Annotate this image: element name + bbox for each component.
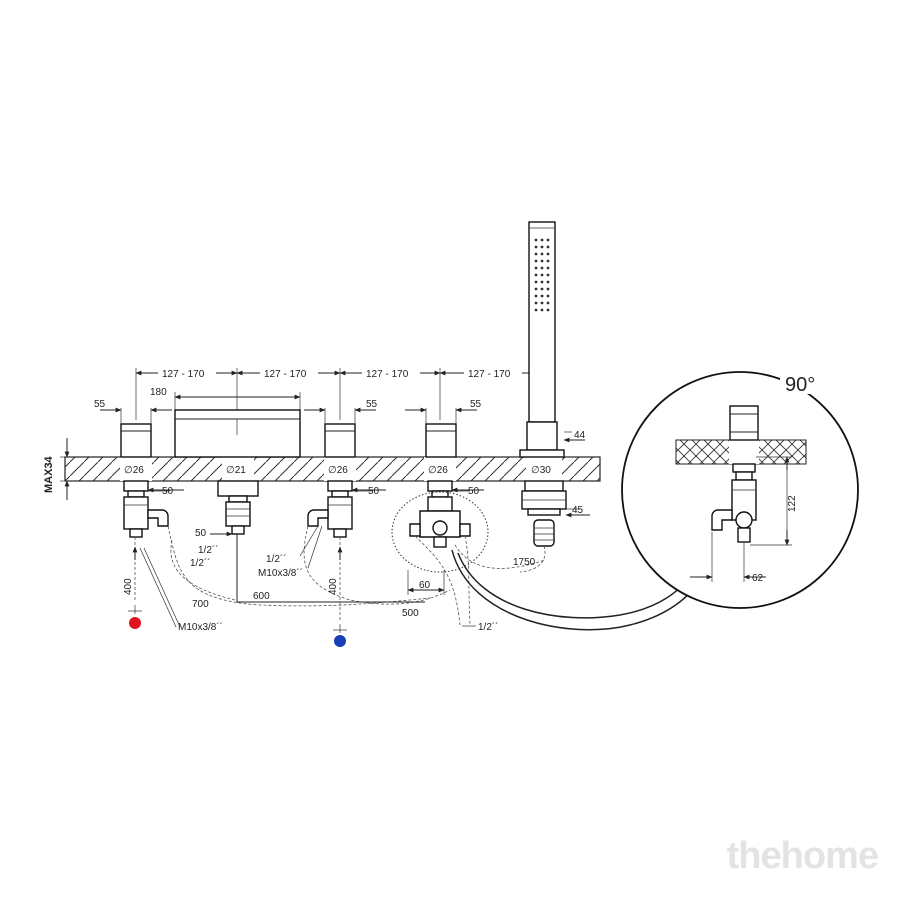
thread-label-2: 1/2´´ bbox=[190, 557, 211, 569]
hot-hose-length: 400 bbox=[123, 578, 134, 595]
hole-diameter-1: ∅26 bbox=[124, 465, 144, 476]
detail-angle-label: 90° bbox=[785, 374, 815, 396]
handle-width-label-1: 55 bbox=[94, 399, 106, 410]
hole-diameter-4: ∅26 bbox=[428, 465, 448, 476]
bath-spout bbox=[174, 409, 301, 458]
flex-hose-label-2: M10x3/8´´ bbox=[178, 621, 223, 633]
hose-length-700: 700 bbox=[192, 599, 209, 610]
hand-shower: 44 bbox=[519, 221, 586, 458]
handle-width-label-3: 55 bbox=[470, 399, 482, 410]
handshower-width-label: 44 bbox=[574, 430, 586, 441]
cold-inlet: 400 bbox=[328, 546, 347, 647]
deck-slab bbox=[64, 456, 601, 482]
offset-label-3: 50 bbox=[368, 486, 380, 497]
hoses bbox=[134, 525, 696, 631]
offset-label-1: 50 bbox=[162, 486, 174, 497]
hose-length-60: 60 bbox=[419, 580, 431, 591]
hot-inlet: 400 bbox=[123, 546, 142, 629]
detail-height-label: 122 bbox=[787, 495, 798, 512]
hose-length-500: 500 bbox=[402, 608, 419, 619]
cold-valve-body: 50 bbox=[307, 480, 386, 538]
hot-water-indicator bbox=[129, 617, 141, 629]
diverter-handle: 55 bbox=[405, 399, 482, 458]
spacing-label-2: 127 - 170 bbox=[264, 369, 307, 380]
offset-label-4: 50 bbox=[468, 486, 480, 497]
thread-label-1: 1/2´´ bbox=[198, 544, 219, 556]
deck-thickness-label: MAX34 bbox=[43, 455, 55, 493]
handshower-connector: 45 bbox=[521, 480, 590, 547]
handle-width-label-2: 55 bbox=[366, 399, 378, 410]
spacing-label-3: 127 - 170 bbox=[366, 369, 409, 380]
hole-diameter-5: ∅30 bbox=[531, 465, 551, 476]
flex-hose-label-1: M10x3/8´´ bbox=[258, 567, 303, 579]
spout-width-label: 180 bbox=[150, 387, 167, 398]
diverter-45-label: 45 bbox=[572, 505, 584, 516]
offset-label-2: 50 bbox=[195, 528, 207, 539]
hole-diameter-labels: ∅26 ∅21 ∅26 ∅26 ∅30 bbox=[124, 465, 551, 476]
hot-valve-handle: 55 bbox=[94, 399, 172, 458]
hose-labels: 1/2´´ 1/2´´ 1/2´´ M10x3/8´´ 700 600 500 … bbox=[139, 525, 536, 633]
hot-valve-body: 50 bbox=[123, 480, 184, 538]
detail-width-label: 62 bbox=[752, 573, 764, 584]
cold-hose-length: 400 bbox=[328, 578, 339, 595]
spacing-label-4: 127 - 170 bbox=[468, 369, 511, 380]
hose-length-1750: 1750 bbox=[513, 557, 536, 568]
watermark-logo: thehome bbox=[726, 835, 879, 877]
spacing-dimension-row: 127 - 170 127 - 170 127 - 170 127 - 170 bbox=[135, 366, 544, 430]
spout-connector: 50 bbox=[195, 480, 259, 539]
diverter-body: 50 bbox=[391, 480, 489, 573]
hole-diameter-3: ∅26 bbox=[328, 465, 348, 476]
cold-water-indicator bbox=[334, 635, 346, 647]
hole-diameter-2: ∅21 bbox=[226, 465, 246, 476]
spout-width-dimension: 180 bbox=[148, 385, 301, 410]
thread-label-4: 1/2´´ bbox=[478, 621, 499, 633]
detail-callout: 90° 122 62 bbox=[621, 366, 859, 609]
hose-length-600: 600 bbox=[253, 591, 270, 602]
thread-label-3: 1/2´´ bbox=[266, 553, 287, 565]
deck-thickness-dimension: MAX34 bbox=[43, 438, 74, 500]
spacing-label-1: 127 - 170 bbox=[162, 369, 205, 380]
cold-valve-handle: 55 bbox=[304, 399, 378, 458]
